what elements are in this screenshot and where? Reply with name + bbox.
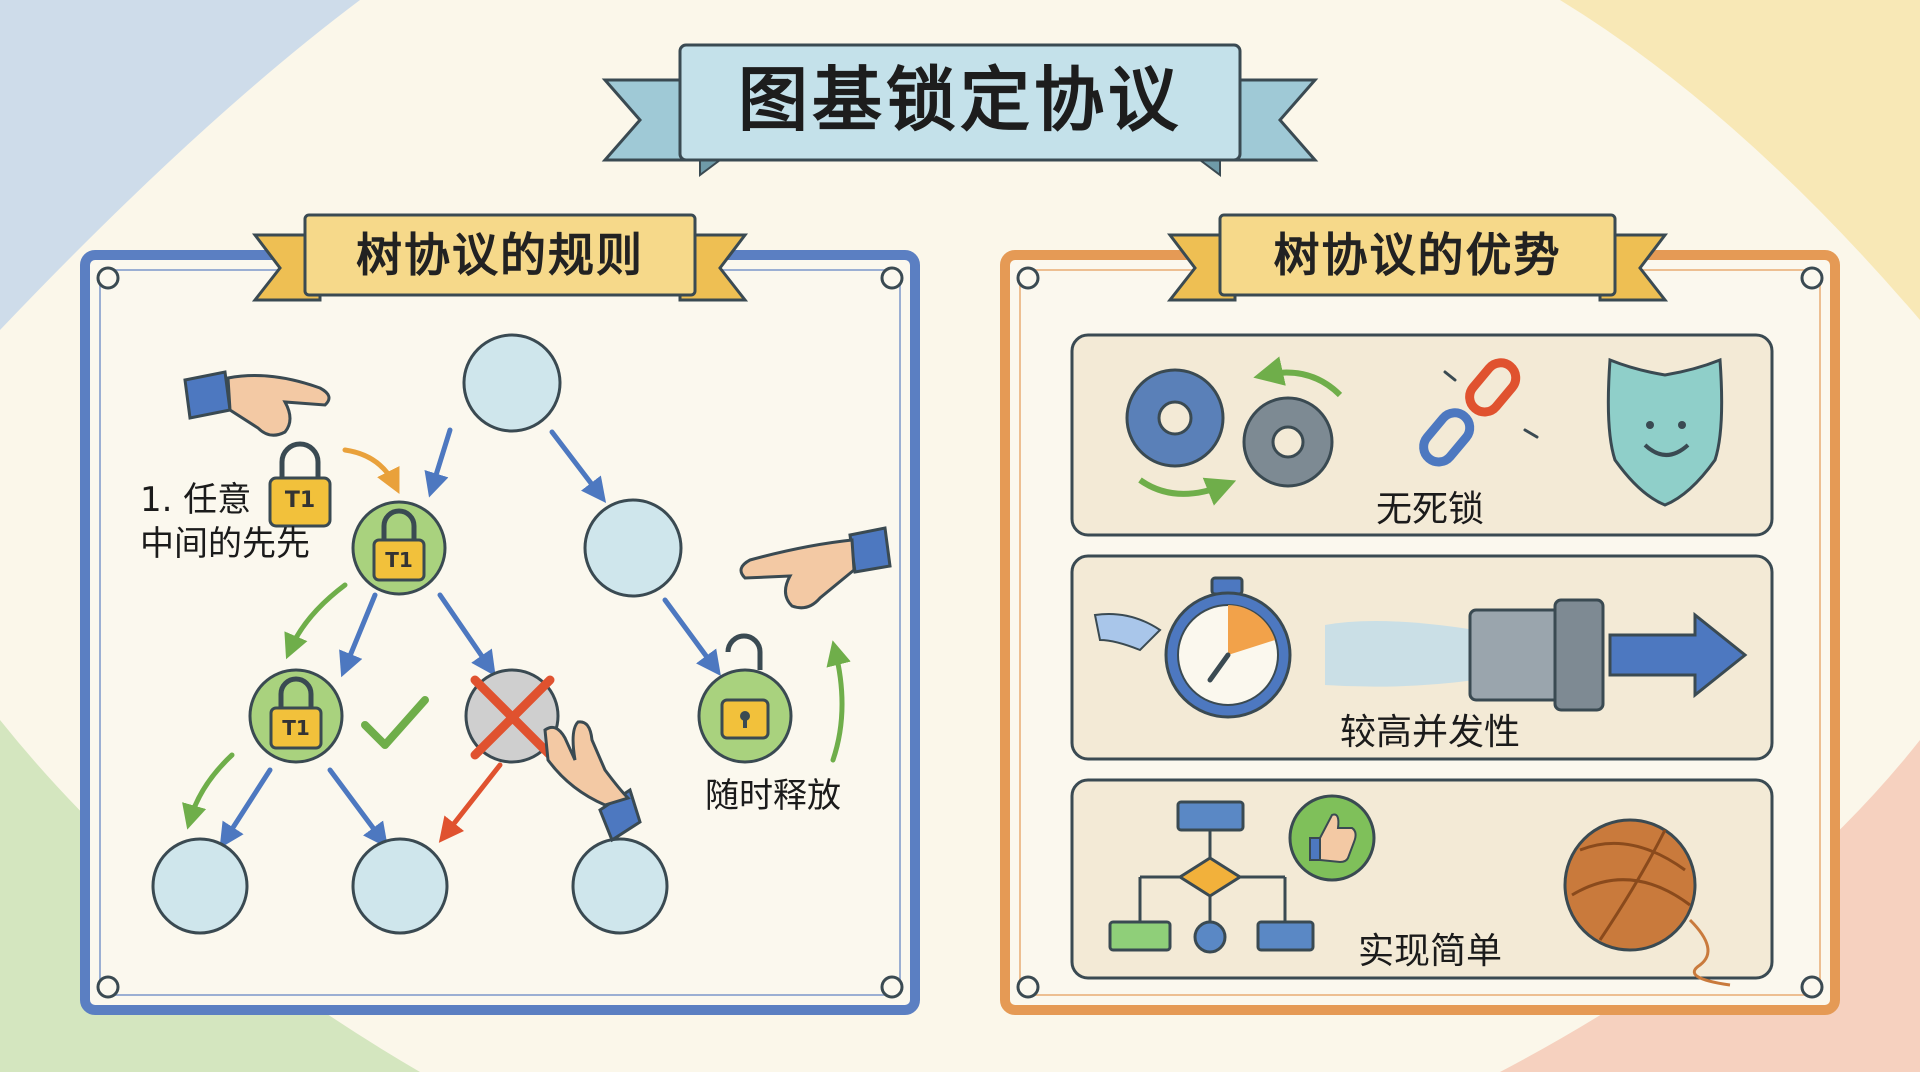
node-leaf-1 — [151, 837, 249, 935]
edge-release-green — [826, 640, 851, 763]
tree-edges — [182, 427, 851, 849]
left-panel-title: 树协议的规则 — [356, 228, 644, 282]
advantage-label-deadlock: 无死锁 — [1375, 489, 1484, 530]
pipe-flow-icon — [1325, 598, 1605, 712]
hand-block-icon — [543, 720, 642, 843]
broken-chain-icon — [1419, 358, 1539, 467]
hand-release-icon — [739, 526, 892, 610]
padlock-icon-node-t1 — [372, 508, 426, 582]
edge-lower-mid — [327, 767, 388, 849]
cross-icon — [470, 675, 555, 760]
edge-root-left — [424, 427, 453, 498]
yarn-ball-icon — [1563, 818, 1731, 987]
flowchart-icon — [1108, 800, 1315, 954]
page-title: 图基锁定协议 — [738, 59, 1182, 141]
release-label: 随时释放 — [705, 776, 841, 816]
left-panel-banner — [251, 213, 749, 302]
title-ribbon — [601, 43, 1319, 177]
advantage-label-concurrency: 较高并发性 — [1339, 712, 1520, 753]
lock-tag: T1 — [282, 716, 310, 740]
thumbs-up-icon — [1288, 794, 1376, 882]
edge-t1-crossed — [437, 592, 496, 677]
node-leaf-2 — [351, 837, 449, 935]
arrow-icon — [1608, 611, 1748, 699]
note-line-1: 1. 任意 — [140, 480, 252, 520]
stopwatch-icon — [1093, 576, 1292, 719]
edge-root-right — [549, 429, 607, 503]
edge-t1-leftchild-green — [284, 582, 348, 660]
node-right — [583, 498, 683, 598]
shield-smile-icon — [1606, 357, 1724, 507]
advantage-label-simple: 实现简单 — [1357, 931, 1502, 972]
padlock-icon — [268, 441, 332, 528]
edge-right-lock — [662, 597, 721, 677]
note-line-2: 中间的先先 — [140, 524, 310, 564]
right-panel-title: 树协议的优势 — [1273, 228, 1562, 282]
lock-tag: T1 — [284, 488, 316, 513]
check-icon — [361, 696, 429, 749]
gears-icon — [1125, 356, 1343, 506]
advantage-card-1 — [1070, 333, 1774, 537]
edge-grab-orange — [342, 447, 400, 494]
padlock-icon-node-child — [269, 676, 323, 750]
lock-tag: T1 — [385, 548, 413, 572]
edge-lower-green — [182, 752, 235, 830]
edge-crossed-red — [438, 762, 503, 843]
edge-lower-left — [219, 767, 273, 849]
right-panel-banner — [1166, 213, 1669, 302]
node-root — [462, 333, 562, 433]
edge-t1-leftchild — [339, 592, 378, 678]
node-leaf-3 — [571, 837, 669, 935]
unlocked-padlock-icon — [720, 633, 770, 740]
hand-lock-icon — [183, 370, 331, 437]
